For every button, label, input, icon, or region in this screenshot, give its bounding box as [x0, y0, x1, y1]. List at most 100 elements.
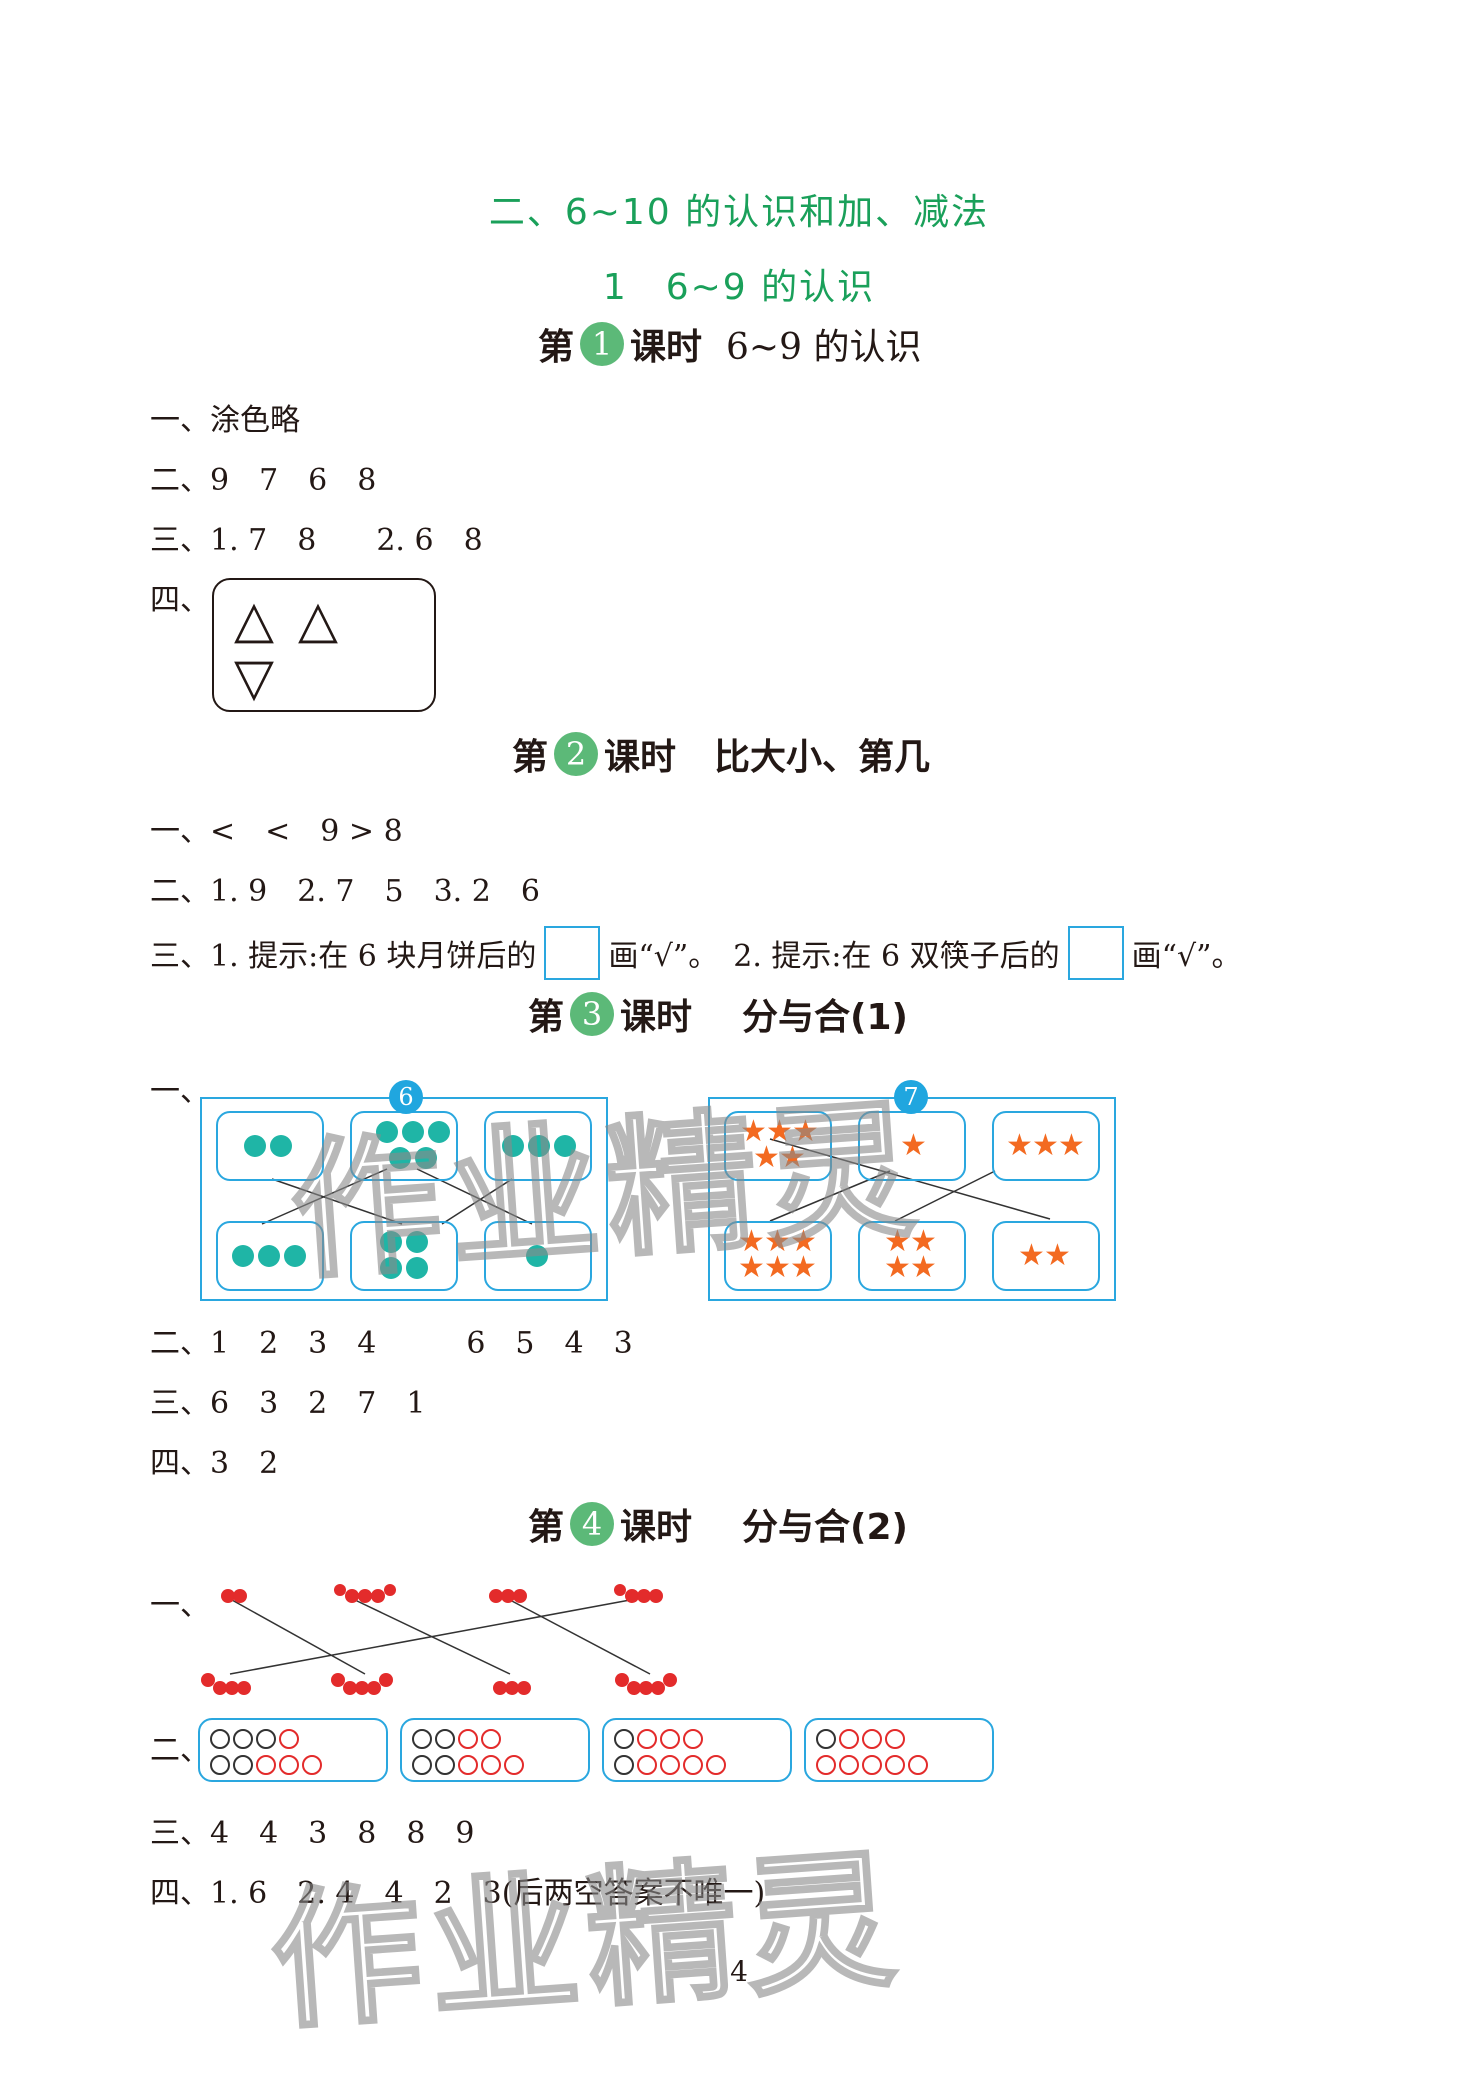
- l2-q1: 一、< < 9 > 8: [150, 814, 403, 849]
- black-circle-icon: [233, 1729, 253, 1749]
- red-circle-icon: [302, 1755, 322, 1775]
- lesson-number-badge: 1: [580, 322, 625, 366]
- red-circle-icon: [706, 1755, 726, 1775]
- red-circle-icon: [660, 1755, 680, 1775]
- red-circle-icon: [839, 1755, 859, 1775]
- watermark: 作业精灵: [264, 1832, 910, 2053]
- l2-q3-part-c: 画“√”。: [1131, 939, 1242, 974]
- l4-q4: 四、1. 6 2. 4 4 2 3(后两空答案不唯一): [150, 1876, 766, 1911]
- red-circle-icon: [256, 1755, 276, 1775]
- dots-match-panel: [200, 1097, 608, 1301]
- lesson-suffix: 课时: [620, 1507, 693, 1548]
- stars-card-6: ★★★ ★★★: [724, 1221, 832, 1291]
- triangle-down-icon: ▽: [234, 648, 274, 708]
- answer-box: [544, 926, 601, 980]
- lesson-4-heading: 第 4 课时 分与合(2): [528, 1498, 908, 1550]
- answer-box: [1067, 926, 1124, 980]
- l4-q1-label: 一、: [150, 1588, 210, 1623]
- dots-card-3b: [216, 1221, 324, 1291]
- red-circle-icon: [862, 1729, 882, 1749]
- black-circle-icon: [210, 1755, 230, 1775]
- section-title: 1 6~9 的认识: [602, 267, 876, 308]
- shape-answer-box: △ △ ▽: [212, 578, 436, 712]
- lesson-3-heading: 第 3 课时 分与合(1): [528, 988, 908, 1040]
- red-circle-icon: [481, 1729, 501, 1749]
- triangle-up-icon: △: [298, 590, 338, 650]
- cherry-match-diagram: [201, 1584, 677, 1695]
- black-circle-icon: [614, 1729, 634, 1749]
- l1-q4-label: 四、: [150, 583, 210, 618]
- black-circle-icon: [614, 1755, 634, 1775]
- lesson-number-badge: 4: [570, 1502, 615, 1546]
- red-circle-icon: [816, 1755, 836, 1775]
- page-number: 4: [730, 1955, 748, 1988]
- lesson-subtitle: 比大小、第几: [714, 737, 931, 778]
- red-circle-icon: [504, 1755, 524, 1775]
- watermark: 作业精灵: [284, 1082, 930, 1303]
- stars-card-5: ★★★ ★★: [724, 1111, 832, 1181]
- dots-card-3: [484, 1111, 592, 1181]
- number-badge-7: 7: [894, 1080, 928, 1114]
- black-circle-icon: [816, 1729, 836, 1749]
- red-circle-icon: [885, 1729, 905, 1749]
- lesson-subtitle: 分与合(1): [742, 997, 908, 1038]
- red-circle-icon: [683, 1729, 703, 1749]
- stars-match-panel: ★★★ ★★ ★ ★★★ ★★★ ★★★ ★★ ★★ ★★: [708, 1097, 1116, 1301]
- stars-card-2: ★★: [992, 1221, 1100, 1291]
- lesson-subtitle: 分与合(2): [742, 1507, 908, 1548]
- lesson-suffix: 课时: [620, 997, 693, 1038]
- red-circle-icon: [908, 1755, 928, 1775]
- l1-q3: 三、1. 7 8 2. 6 8: [150, 523, 483, 558]
- circle-group-box: [400, 1718, 590, 1782]
- black-circle-icon: [412, 1755, 432, 1775]
- dots-card-4: [350, 1221, 458, 1291]
- dots-card-1: [484, 1221, 592, 1291]
- black-circle-icon: [412, 1729, 432, 1749]
- circle-groups: [198, 1718, 994, 1782]
- red-circle-icon: [279, 1755, 299, 1775]
- lesson-subtitle: 6~9 的认识: [726, 327, 922, 368]
- red-circle-icon: [458, 1729, 478, 1749]
- lesson-number-badge: 2: [554, 732, 599, 776]
- black-circle-icon: [210, 1729, 230, 1749]
- red-circle-icon: [839, 1729, 859, 1749]
- lesson-prefix: 第: [528, 997, 565, 1038]
- stars-card-3: ★★★: [992, 1111, 1100, 1181]
- l2-q3-part-a: 三、1. 提示:在 6 块月饼后的: [150, 939, 537, 974]
- red-circle-icon: [637, 1755, 657, 1775]
- black-circle-icon: [256, 1729, 276, 1749]
- black-circle-icon: [435, 1729, 455, 1749]
- lesson-1-heading: 第 1 课时 6~9 的认识: [538, 318, 921, 370]
- l3-q4: 四、3 2: [150, 1446, 279, 1481]
- circle-group-box: [804, 1718, 994, 1782]
- stars-card-4: ★★ ★★: [858, 1221, 966, 1291]
- black-circle-icon: [435, 1755, 455, 1775]
- red-circle-icon: [481, 1755, 501, 1775]
- lesson-number-badge: 3: [570, 992, 615, 1036]
- red-circle-icon: [279, 1729, 299, 1749]
- red-circle-icon: [862, 1755, 882, 1775]
- l2-q3-part-b: 画“√”。 2. 提示:在 6 双筷子后的: [608, 939, 1060, 974]
- number-badge-6: 6: [389, 1080, 423, 1114]
- l4-q2-label: 二、: [150, 1733, 210, 1768]
- lesson-prefix: 第: [512, 737, 549, 778]
- lesson-prefix: 第: [538, 327, 575, 368]
- black-circle-icon: [233, 1755, 253, 1775]
- l2-q3: 三、1. 提示:在 6 块月饼后的 画“√”。 2. 提示:在 6 双筷子后的 …: [150, 926, 1241, 980]
- l2-q2: 二、1. 9 2. 7 5 3. 2 6: [150, 874, 540, 909]
- red-circle-icon: [458, 1755, 478, 1775]
- cherry-icon: [201, 1584, 677, 1695]
- lesson-suffix: 课时: [630, 327, 703, 368]
- lesson-suffix: 课时: [604, 737, 677, 778]
- match-lines: [261, 1168, 533, 1225]
- red-circle-icon: [660, 1729, 680, 1749]
- lesson-prefix: 第: [528, 1507, 565, 1548]
- red-circle-icon: [885, 1755, 905, 1775]
- l1-q1: 一、涂色略: [150, 403, 300, 438]
- dots-card-2: [216, 1111, 324, 1181]
- l3-q2: 二、1 2 3 4 6 5 4 3: [150, 1326, 633, 1361]
- circle-group-box: [602, 1718, 792, 1782]
- red-circle-icon: [683, 1755, 703, 1775]
- l1-q2: 二、9 7 6 8: [150, 463, 377, 498]
- l3-q3: 三、6 3 2 7 1: [150, 1386, 426, 1421]
